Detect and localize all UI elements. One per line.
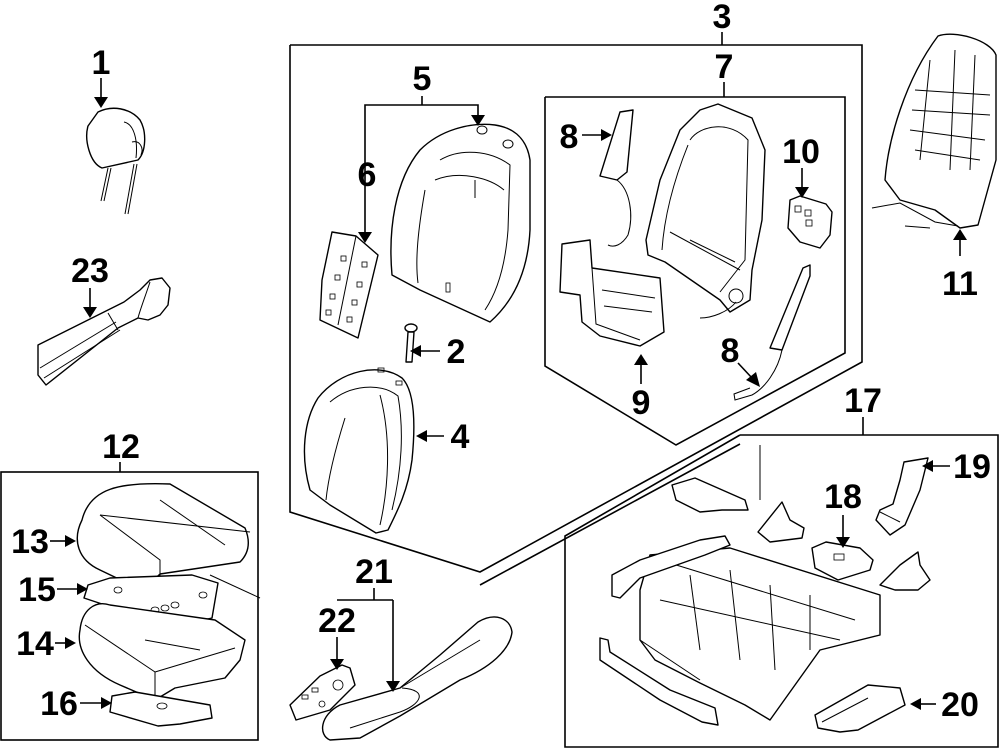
callout-12[interactable]: 12: [102, 428, 140, 466]
callout-22[interactable]: 22: [318, 602, 356, 640]
side-trim-part[interactable]: [37, 277, 171, 386]
callout-8b[interactable]: 8: [721, 332, 740, 370]
side-airbag-lower-part[interactable]: [733, 264, 811, 401]
cushion-cover-part[interactable]: [76, 482, 251, 596]
leader-lines: [50, 78, 967, 710]
switch-part[interactable]: [289, 664, 356, 721]
callout-18[interactable]: 18: [824, 478, 862, 516]
callout-8a[interactable]: 8: [560, 118, 579, 156]
callout-5[interactable]: 5: [413, 60, 432, 98]
callout-labels: 1 2 3 4 5 6 7 8 8 9 10 11 12 13 14 15 16…: [11, 0, 991, 724]
bracket-part[interactable]: [757, 501, 805, 543]
side-shield-part[interactable]: [321, 616, 513, 741]
callout-3[interactable]: 3: [713, 0, 732, 36]
callout-20[interactable]: 20: [941, 686, 979, 724]
side-airbag-upper-part[interactable]: [599, 109, 634, 247]
callout-4[interactable]: 4: [451, 418, 470, 456]
seat-back-rear-cover-part[interactable]: [303, 367, 415, 534]
side-panel-part[interactable]: [319, 231, 379, 339]
group-3-frame: [289, 44, 863, 573]
motor-part[interactable]: [811, 541, 874, 581]
callout-21[interactable]: 21: [355, 553, 393, 591]
module-part[interactable]: [787, 195, 833, 249]
group-12-frame: [0, 471, 259, 741]
callout-11[interactable]: 11: [942, 265, 978, 303]
callout-14[interactable]: 14: [16, 625, 54, 663]
group-17-frame: [564, 434, 999, 748]
callout-23[interactable]: 23: [71, 252, 109, 290]
callout-16[interactable]: 16: [40, 685, 78, 723]
bracket-19-part[interactable]: [875, 457, 929, 536]
headrest-guide-part[interactable]: [404, 323, 418, 363]
callout-17[interactable]: 17: [844, 382, 882, 420]
lumbar-support-part[interactable]: [559, 239, 665, 347]
sensor-mat-part[interactable]: [109, 691, 213, 727]
callout-7[interactable]: 7: [715, 48, 734, 86]
separator-line: [479, 443, 741, 586]
group-7-frame: [544, 96, 846, 446]
seat-back-cover-part[interactable]: [390, 123, 531, 323]
callout-6[interactable]: 6: [358, 156, 377, 194]
seat-back-pad-part[interactable]: [871, 33, 997, 229]
callout-19[interactable]: 19: [953, 448, 991, 486]
cushion-pad-part[interactable]: [78, 603, 246, 701]
callout-15[interactable]: 15: [18, 571, 56, 609]
seat-track-part[interactable]: [599, 445, 881, 726]
seat-back-frame-part[interactable]: [645, 103, 766, 319]
callout-2[interactable]: 2: [447, 333, 466, 371]
control-module-part[interactable]: [814, 684, 906, 733]
callout-9[interactable]: 9: [632, 384, 651, 422]
headrest-part[interactable]: [86, 107, 146, 215]
callout-13[interactable]: 13: [11, 523, 49, 561]
small-bracket-part[interactable]: [879, 551, 931, 591]
callout-10[interactable]: 10: [782, 133, 820, 171]
callout-1[interactable]: 1: [92, 44, 111, 82]
